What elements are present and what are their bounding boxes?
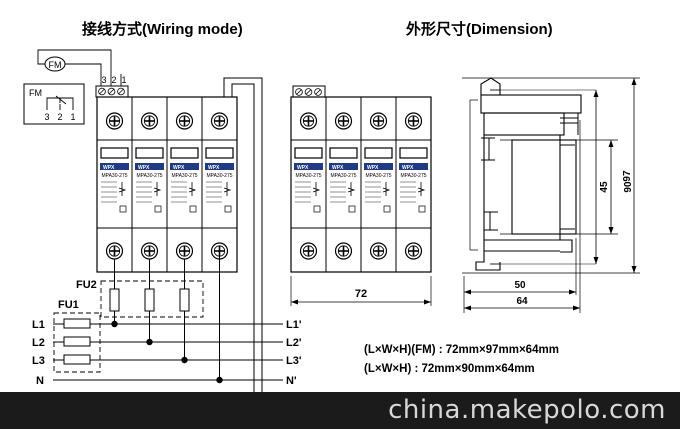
line-l3-out-label: L3'	[286, 355, 302, 367]
watermark-text: china.makepolo.com	[388, 395, 666, 425]
dim-height-45: 45	[599, 181, 610, 193]
module-brand: WPX	[297, 165, 309, 171]
dim-depth-50: 50	[514, 280, 526, 291]
surge-symbol-icon	[382, 182, 391, 196]
module-brand-band	[100, 163, 129, 170]
fm-terminal-2: 2	[111, 75, 116, 85]
module-model: MPA30-275	[400, 173, 426, 179]
surge-symbol-icon	[118, 182, 127, 196]
line-n-label: N	[36, 375, 44, 387]
footer-bar: china.makepolo.com	[0, 392, 680, 429]
module-brand: WPX	[332, 165, 344, 171]
surge-symbol-icon	[417, 182, 426, 196]
spec-standard: (L×W×H) : 72mm×90mm×64mm	[364, 363, 535, 375]
spd-front-view-wiring	[96, 96, 238, 273]
module-brand: WPX	[103, 165, 115, 171]
fm-box-label: FM	[29, 88, 42, 98]
spec-fm: (L×W×H)(FM) : 72mm×97mm×64mm	[364, 344, 559, 356]
surge-symbol-icon	[153, 182, 162, 196]
fu2-fuse-group: FU2	[76, 259, 204, 360]
fm-contact-1: 1	[70, 112, 75, 122]
line-n-out-label: N'	[286, 375, 297, 387]
surge-symbol-icon	[347, 182, 356, 196]
fu1-label: FU1	[58, 299, 79, 311]
line-l3-label: L3	[32, 355, 45, 367]
certification-mark-icon	[154, 205, 162, 213]
certification-mark-icon	[383, 205, 391, 213]
module-model: MPA30-275	[136, 173, 162, 179]
wiring-title: 接线方式(Wiring mode)	[82, 21, 243, 38]
fm-contact-3: 3	[44, 112, 49, 122]
dim-depth-64: 64	[516, 296, 528, 307]
dim-width-72: 72	[355, 288, 367, 300]
surge-symbol-icon	[312, 182, 321, 196]
module-model: MPA30-275	[295, 173, 321, 179]
surge-symbol-icon	[188, 182, 197, 196]
spd-front-view-dimension: 72	[290, 85, 432, 306]
dim-height-97: 97	[622, 170, 633, 182]
module-brand-band	[294, 163, 323, 170]
certification-mark-icon	[418, 205, 426, 213]
line-l1-label: L1	[32, 319, 45, 331]
certification-mark-icon	[224, 205, 232, 213]
fm-terminal-3: 3	[101, 75, 106, 85]
module-brand: WPX	[367, 165, 379, 171]
module-brand: WPX	[138, 165, 150, 171]
module-model: MPA30-275	[206, 173, 232, 179]
fm-contact-2: 2	[57, 112, 62, 122]
surge-symbol-icon	[223, 182, 232, 196]
module-brand: WPX	[402, 165, 414, 171]
dimension-title: 外形尺寸(Dimension)	[406, 21, 553, 38]
fm-top-label: FM	[49, 60, 62, 70]
module-brand-band	[135, 163, 164, 170]
line-l1-out-label: L1'	[286, 319, 302, 331]
certification-mark-icon	[348, 205, 356, 213]
module-brand-band	[399, 163, 428, 170]
technical-drawing: FM 3 2 1 FM 3 2 1	[23, 49, 640, 392]
module-model: MPA30-275	[101, 173, 127, 179]
certification-mark-icon	[313, 205, 321, 213]
side-view-dimensions: 97 90 45 50 64	[464, 78, 637, 311]
module-brand-band	[205, 163, 234, 170]
module-model: MPA30-275	[330, 173, 356, 179]
fm-contact-diagram: FM 3 2 1	[23, 83, 85, 125]
module-model: MPA30-275	[365, 173, 391, 179]
module-brand-band	[329, 163, 358, 170]
fu1-fuse-group: FU1 L1 L2 L3 N L1' L2' L3' N'	[32, 299, 302, 387]
module-model: MPA30-275	[171, 173, 197, 179]
wiring-bus	[219, 77, 263, 392]
certification-mark-icon	[189, 205, 197, 213]
dim-height-90: 90	[623, 181, 634, 193]
line-l2-label: L2	[32, 337, 45, 349]
certification-mark-icon	[119, 205, 127, 213]
spd-side-view	[462, 77, 640, 313]
fm-terminal-1: 1	[121, 75, 126, 85]
module-brand-band	[170, 163, 199, 170]
module-brand: WPX	[208, 165, 220, 171]
module-brand-band	[364, 163, 393, 170]
module-brand: WPX	[173, 165, 185, 171]
line-l2-out-label: L2'	[286, 337, 302, 349]
fu2-label: FU2	[76, 279, 97, 291]
fm-remote-signal: FM 3 2 1	[37, 49, 129, 98]
